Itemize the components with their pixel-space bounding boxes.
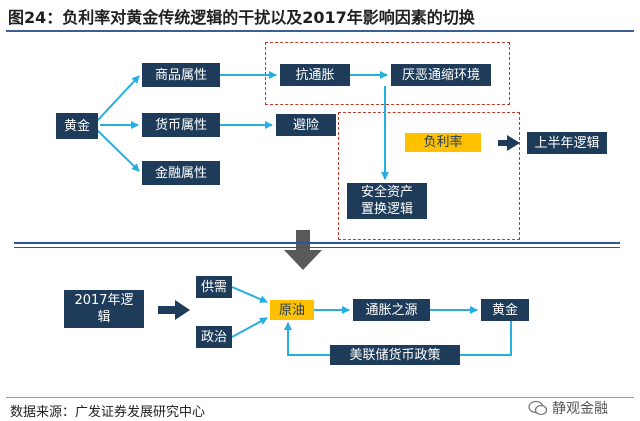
watermark-logo: 静观金融: [528, 398, 608, 418]
arrow-fed-policy-to-oil: [284, 322, 330, 356]
node-anti-deflation: 厌恶通缩环境: [391, 64, 491, 86]
big-down-arrow: [284, 230, 322, 270]
node-safe-asset: 安全资产 置换逻辑: [347, 183, 427, 219]
node-safe-asset-line2: 置换逻辑: [360, 202, 413, 217]
section-divider-top: [14, 242, 620, 244]
node-currency-attr: 货币属性: [142, 113, 220, 137]
source-note: 数据来源：广发证券发展研究中心: [10, 405, 206, 420]
arrow-first-half-in: [498, 135, 520, 151]
node-financial-attr: 金融属性: [142, 161, 220, 185]
arrow-2017-out: [158, 300, 190, 320]
watermark-text: 静观金融: [552, 401, 608, 417]
dashed-frame-negative-rate: [338, 112, 520, 240]
node-logic-2017-line1: 2017年逻: [74, 293, 134, 308]
node-supply-demand: 供需: [196, 276, 232, 298]
node-politics: 政治: [196, 326, 232, 348]
node-safe-asset-line1: 安全资产: [360, 185, 413, 200]
arrow-gold-to-fed-policy: [460, 320, 512, 356]
node-inflation-source: 通胀之源: [353, 299, 430, 321]
node-negative-rate: 负利率: [405, 133, 481, 152]
node-logic-2017: 2017年逻 辑: [64, 290, 144, 328]
dashed-frame-inflation: [265, 42, 510, 105]
node-crude-oil: 原油: [270, 300, 314, 320]
node-anti-inflation: 抗通胀: [280, 64, 350, 86]
figure-title: 图24：负利率对黄金传统逻辑的干扰以及2017年影响因素的切换: [8, 8, 475, 27]
arrow-gold-to-commodity: [96, 75, 140, 122]
title-divider: [6, 30, 634, 32]
node-gold-2017: 黄金: [481, 299, 529, 321]
node-hedge: 避险: [276, 114, 336, 136]
arrow-gold-to-financial: [96, 129, 140, 172]
node-logic-2017-line2: 辑: [97, 310, 111, 325]
node-gold: 黄金: [56, 113, 98, 139]
footer-divider: [6, 397, 634, 398]
arrow-supply-to-oil: [231, 286, 268, 303]
section-divider-bottom: [14, 247, 620, 248]
wechat-icon: [528, 400, 548, 416]
node-commodity-attr: 商品属性: [142, 63, 220, 87]
arrow-politics-to-oil: [231, 317, 268, 338]
node-first-half-logic: 上半年逻辑: [527, 132, 607, 154]
node-fed-policy: 美联储货币政策: [330, 345, 460, 365]
